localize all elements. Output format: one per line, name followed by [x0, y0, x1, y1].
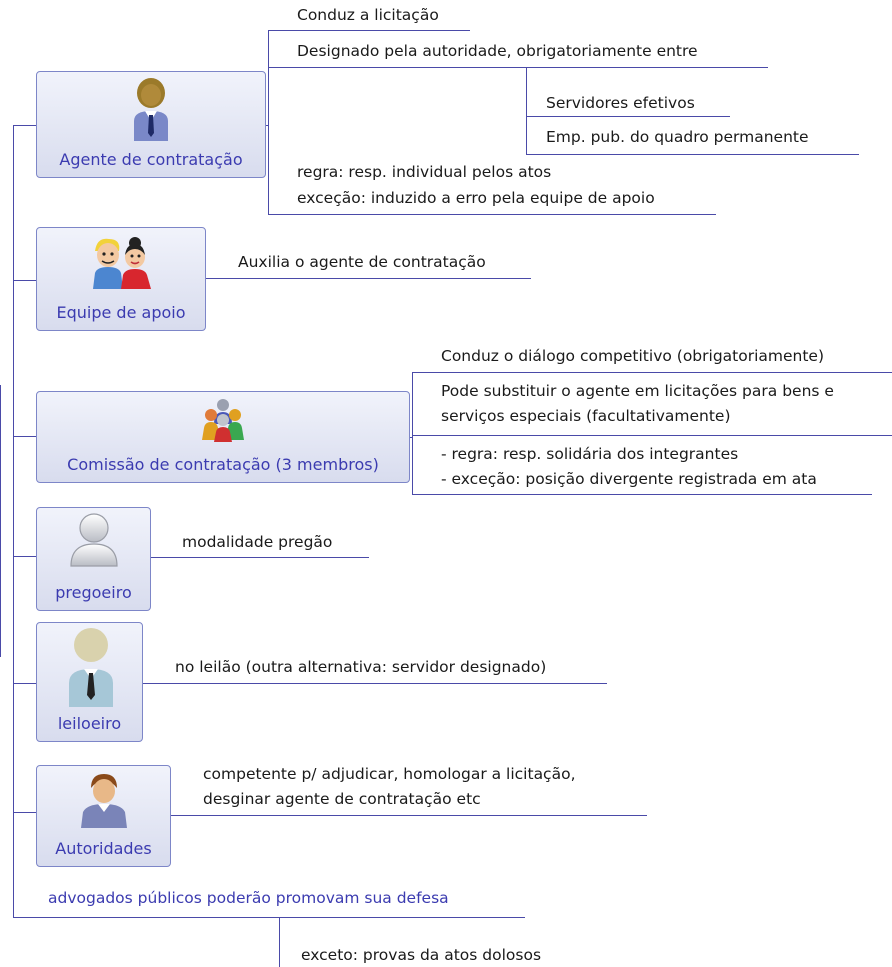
- branch-substituir-line1: Pode substituir o agente em licitações p…: [441, 382, 834, 400]
- advogados-sub-connector: [279, 917, 280, 967]
- comissao-branch-spine: [412, 372, 413, 494]
- underline: [143, 683, 607, 684]
- user-silhouette-icon: [70, 513, 118, 567]
- underline: [206, 278, 531, 279]
- node-label: Equipe de apoio: [56, 303, 186, 322]
- underline: [412, 494, 872, 495]
- trunk-branch-comissao: [13, 436, 36, 437]
- underline: [412, 435, 892, 436]
- node-comissao-de-contratacao[interactable]: Comissão de contratação (3 membros): [36, 391, 410, 483]
- team-couple-icon: [93, 237, 151, 289]
- designado-subspine: [526, 67, 527, 155]
- branch-excecao-divergente: - exceção: posição divergente registrada…: [441, 470, 817, 488]
- branch-regra-solidaria: - regra: resp. solidária dos integrantes: [441, 445, 739, 463]
- parent-connector-stub: [0, 385, 1, 657]
- underline: [268, 214, 716, 215]
- trunk-branch-autoridades: [13, 812, 36, 813]
- underline: [412, 372, 892, 373]
- underline: [526, 154, 859, 155]
- node-pregoeiro[interactable]: pregoeiro: [36, 507, 151, 611]
- underline: [171, 815, 647, 816]
- branch-competente-line2: desginar agente de contratação etc: [203, 790, 481, 808]
- node-leiloeiro[interactable]: leiloeiro: [36, 622, 143, 742]
- branch-modalidade-pregao: modalidade pregão: [182, 533, 333, 551]
- underline: [268, 30, 470, 31]
- branch-conduz-dialogo: Conduz o diálogo competitivo (obrigatori…: [441, 347, 825, 365]
- branch-competente-line1: competente p/ adjudicar, homologar a lic…: [203, 765, 576, 783]
- advogados-underline: [13, 917, 525, 918]
- branch-exceto-dolosos: exceto: provas da atos dolosos: [301, 946, 542, 964]
- branch-auxilia: Auxilia o agente de contratação: [238, 253, 486, 271]
- trunk-branch-pregoeiro: [13, 556, 36, 557]
- node-label: Agente de contratação: [59, 150, 243, 169]
- agente-to-spine: [266, 125, 269, 126]
- branch-excecao-erro: exceção: induzido a erro pela equipe de …: [297, 189, 655, 207]
- branch-conduz-licitacao: Conduz a licitação: [297, 6, 439, 24]
- node-label: pregoeiro: [55, 583, 132, 602]
- node-label: Comissão de contratação (3 membros): [67, 455, 379, 474]
- underline: [151, 557, 369, 558]
- trunk-branch-leiloeiro: [13, 683, 36, 684]
- branch-substituir-line2: serviços especiais (facultativamente): [441, 407, 731, 425]
- person-icon: [81, 774, 127, 828]
- branch-emp-pub: Emp. pub. do quadro permanente: [546, 128, 809, 146]
- businessman-icon: [134, 78, 168, 141]
- branch-leilao: no leilão (outra alternativa: servidor d…: [175, 658, 547, 676]
- trunk-line: [13, 125, 14, 918]
- branch-regra-individual: regra: resp. individual pelos atos: [297, 163, 552, 181]
- branch-servidores-efetivos: Servidores efetivos: [546, 94, 695, 112]
- group-people-icon: [202, 399, 244, 442]
- man-tie-icon: [69, 628, 113, 707]
- node-label: Autoridades: [55, 839, 152, 858]
- underline: [268, 67, 768, 68]
- node-agente-de-contratacao[interactable]: Agente de contratação: [36, 71, 266, 178]
- agente-branch-spine: [268, 30, 269, 215]
- advogados-label[interactable]: advogados públicos poderão promovam sua …: [48, 889, 449, 907]
- comissao-to-spine: [410, 437, 413, 438]
- node-label: leiloeiro: [57, 714, 122, 733]
- underline: [526, 116, 730, 117]
- branch-designado: Designado pela autoridade, obrigatoriame…: [297, 42, 698, 60]
- trunk-branch-equipe: [13, 280, 36, 281]
- node-autoridades[interactable]: Autoridades: [36, 765, 171, 867]
- node-equipe-de-apoio[interactable]: Equipe de apoio: [36, 227, 206, 331]
- trunk-branch-agente: [13, 125, 36, 126]
